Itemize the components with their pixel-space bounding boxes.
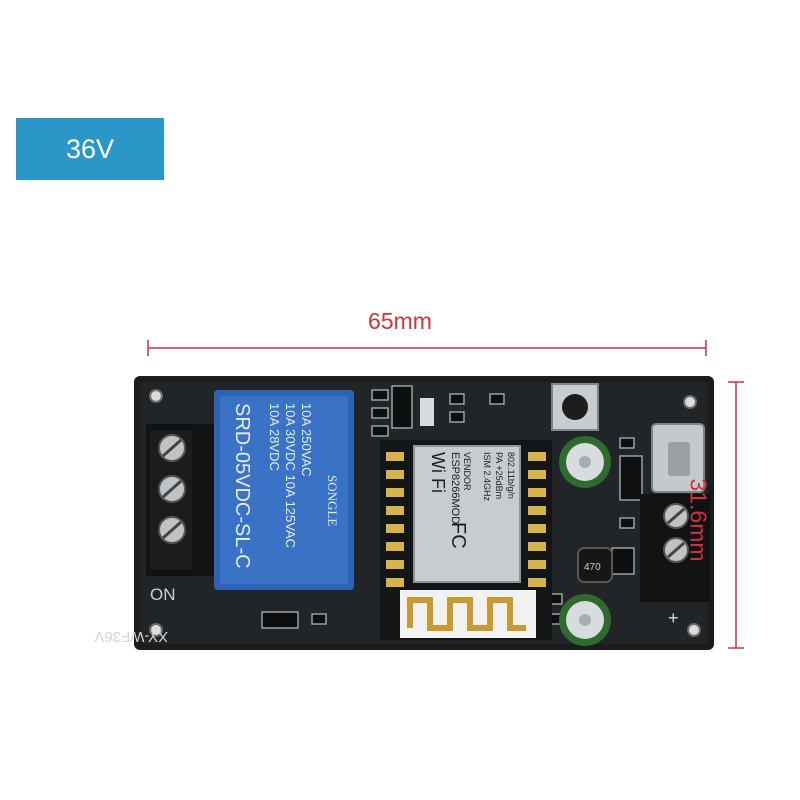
relay-line2: 10A 30VDC 10A 125VAC: [283, 403, 298, 548]
on-label: ON: [150, 585, 176, 604]
wifi-power: PA +25dBm: [494, 452, 504, 499]
relay-line1: 10A 250VAC: [299, 403, 314, 476]
height-dimension-line: [728, 381, 744, 649]
relay: [214, 390, 354, 590]
wifi-module: [380, 440, 552, 640]
led: [420, 398, 434, 426]
mounting-hole: [149, 389, 163, 403]
diode: [619, 455, 643, 501]
inductor: 470: [577, 547, 613, 583]
mounting-hole: [149, 623, 163, 637]
width-dimension-line: [147, 340, 707, 356]
relay-model: SRD-05VDC-SL-C: [231, 403, 253, 569]
micro-usb-port: [651, 423, 705, 493]
smd-components: [261, 385, 635, 629]
wifi-module-markings: Wi Fi ESP8266MOD VENDOR FC ISM 2.4GHz PA…: [428, 452, 516, 549]
relay-markings: 10A 250VAC 10A 30VDC 10A 125VAC 10A 28VD…: [231, 403, 340, 569]
voltage-badge: 36V: [16, 118, 164, 180]
width-dimension-label: 65mm: [368, 308, 432, 334]
relay-line3: 10A 28VDC: [267, 403, 282, 471]
model-label: XY-WF36V: [94, 628, 168, 645]
wifi-logo: Wi Fi: [428, 452, 448, 493]
plus-label: +: [668, 608, 679, 628]
power-screw-terminal: [640, 494, 710, 602]
relay-brand: SONGLE: [325, 475, 340, 526]
wifi-band: ISM 2.4GHz: [482, 452, 492, 502]
capacitor-bottom: [559, 594, 611, 646]
mounting-hole: [683, 395, 697, 409]
relay-screw-terminal: [146, 424, 214, 576]
wifi-model: ESP8266MOD: [449, 452, 461, 524]
height-dimension-label: 31.6mm: [685, 478, 712, 562]
reset-push-button: [551, 383, 599, 431]
wifi-standard: 802.11b/g/n: [506, 452, 516, 499]
mounting-hole: [687, 623, 701, 637]
inductor-label: 470: [584, 562, 601, 573]
wifi-brand: VENDOR: [462, 452, 472, 491]
capacitor-top: [559, 436, 611, 488]
fcc-mark: FC: [447, 522, 469, 549]
